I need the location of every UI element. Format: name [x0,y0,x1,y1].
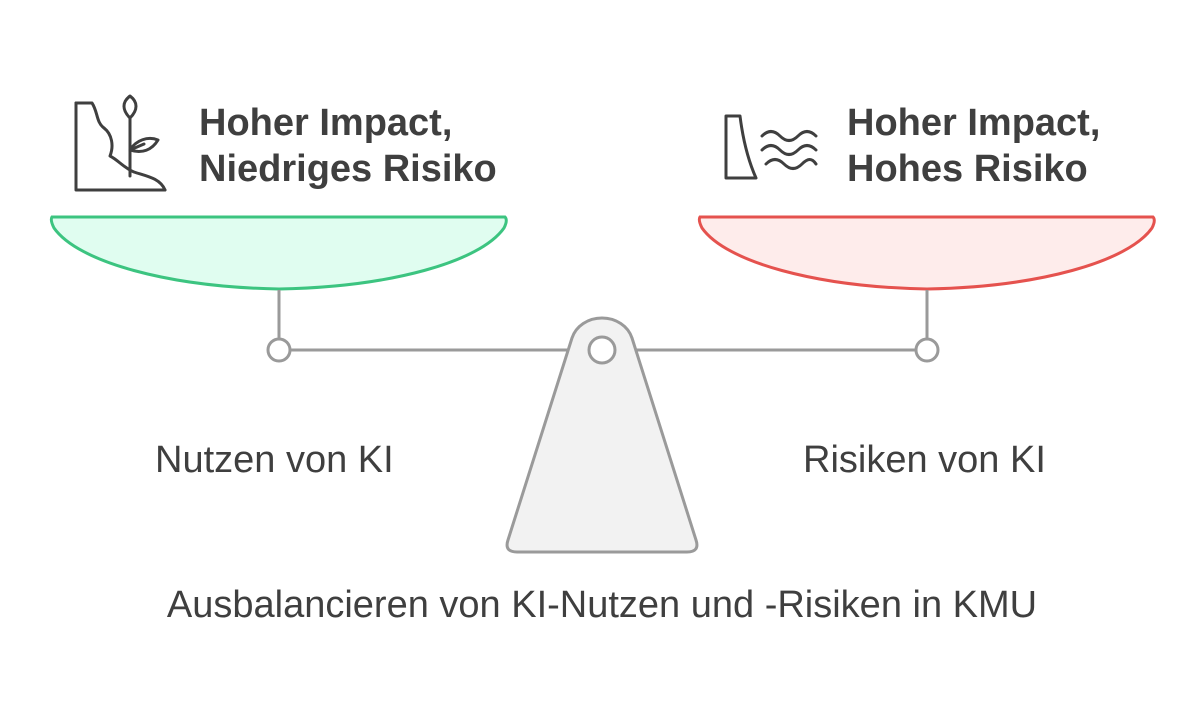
left-heading-line1: Hoher Impact, [199,102,453,144]
plant-on-cliff-icon [74,94,167,192]
right-pan-heading: Hoher Impact, Hohes Risiko [847,100,1100,192]
left-heading-line2: Niedriges Risiko [199,148,497,190]
dam-water-icon [724,114,818,180]
fulcrum-pivot [587,335,617,365]
left-pan [49,215,508,291]
diagram-caption: Ausbalancieren von KI-Nutzen und -Risike… [166,584,1038,626]
benefits-caption: Nutzen von KI [155,439,394,481]
left-joint [266,337,292,363]
right-heading-line1: Hoher Impact, [847,102,1101,144]
right-joint [914,337,940,363]
left-pan-heading: Hoher Impact, Niedriges Risiko [199,100,497,192]
fulcrum [505,316,699,554]
right-pan [697,215,1156,291]
risks-caption: Risiken von KI [803,439,1046,481]
right-heading-line2: Hohes Risiko [847,148,1088,190]
